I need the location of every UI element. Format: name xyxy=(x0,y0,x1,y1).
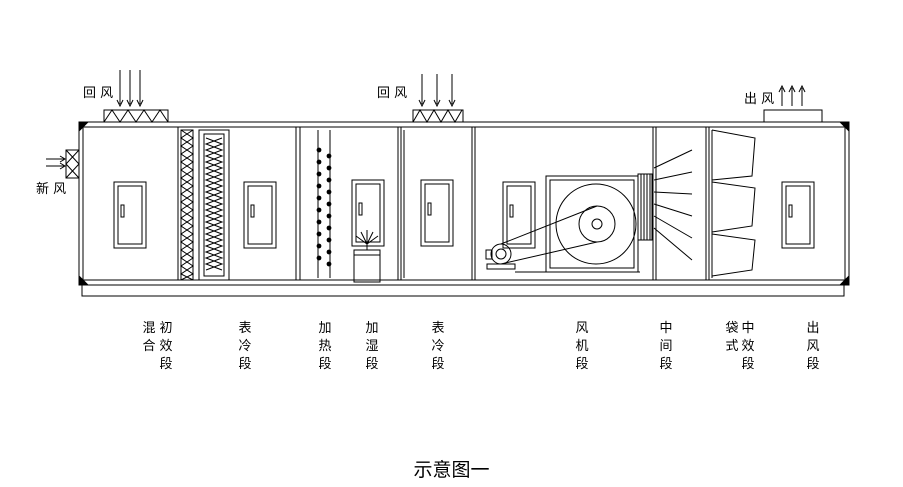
section-label-medium: 中效段 xyxy=(741,321,755,372)
supply-air-label: 出 风 xyxy=(744,92,775,107)
section-label-primary: 初效段 xyxy=(159,321,173,372)
figure-caption: 示意图一 xyxy=(413,459,490,481)
section-label-mix: 混合 xyxy=(142,321,156,354)
humidifier xyxy=(353,230,381,283)
fresh-air-label: 新 风 xyxy=(36,182,67,197)
section-label-cooling-1: 表冷段 xyxy=(238,321,252,372)
fan-assembly xyxy=(485,173,653,273)
supply-air-outlet xyxy=(763,84,823,123)
return-air-label-mid: 回 风 xyxy=(377,86,408,101)
diffuser-lines xyxy=(653,149,693,261)
cooling-coil-1 xyxy=(198,129,230,281)
section-label-heating: 加热段 xyxy=(318,321,332,372)
section-label-middle: 中间段 xyxy=(659,321,673,372)
return-air-grille-mid xyxy=(412,74,464,123)
section-label-cooling-2: 表冷段 xyxy=(431,321,445,372)
section-label-humidify: 加湿段 xyxy=(365,321,379,372)
primary-filter xyxy=(180,129,194,281)
return-air-grille-left xyxy=(103,70,169,123)
unit-casing xyxy=(78,121,850,297)
heater-coil xyxy=(316,130,332,278)
section-dividers xyxy=(177,127,710,280)
return-air-label-left: 回 风 xyxy=(83,86,114,101)
section-label-fan: 风机段 xyxy=(575,321,589,372)
section-label-bag: 袋式 xyxy=(725,321,739,354)
access-doors xyxy=(113,179,815,249)
fresh-air-inlet xyxy=(46,149,80,179)
bag-filter xyxy=(711,129,756,278)
section-label-outlet: 出风段 xyxy=(806,321,820,372)
